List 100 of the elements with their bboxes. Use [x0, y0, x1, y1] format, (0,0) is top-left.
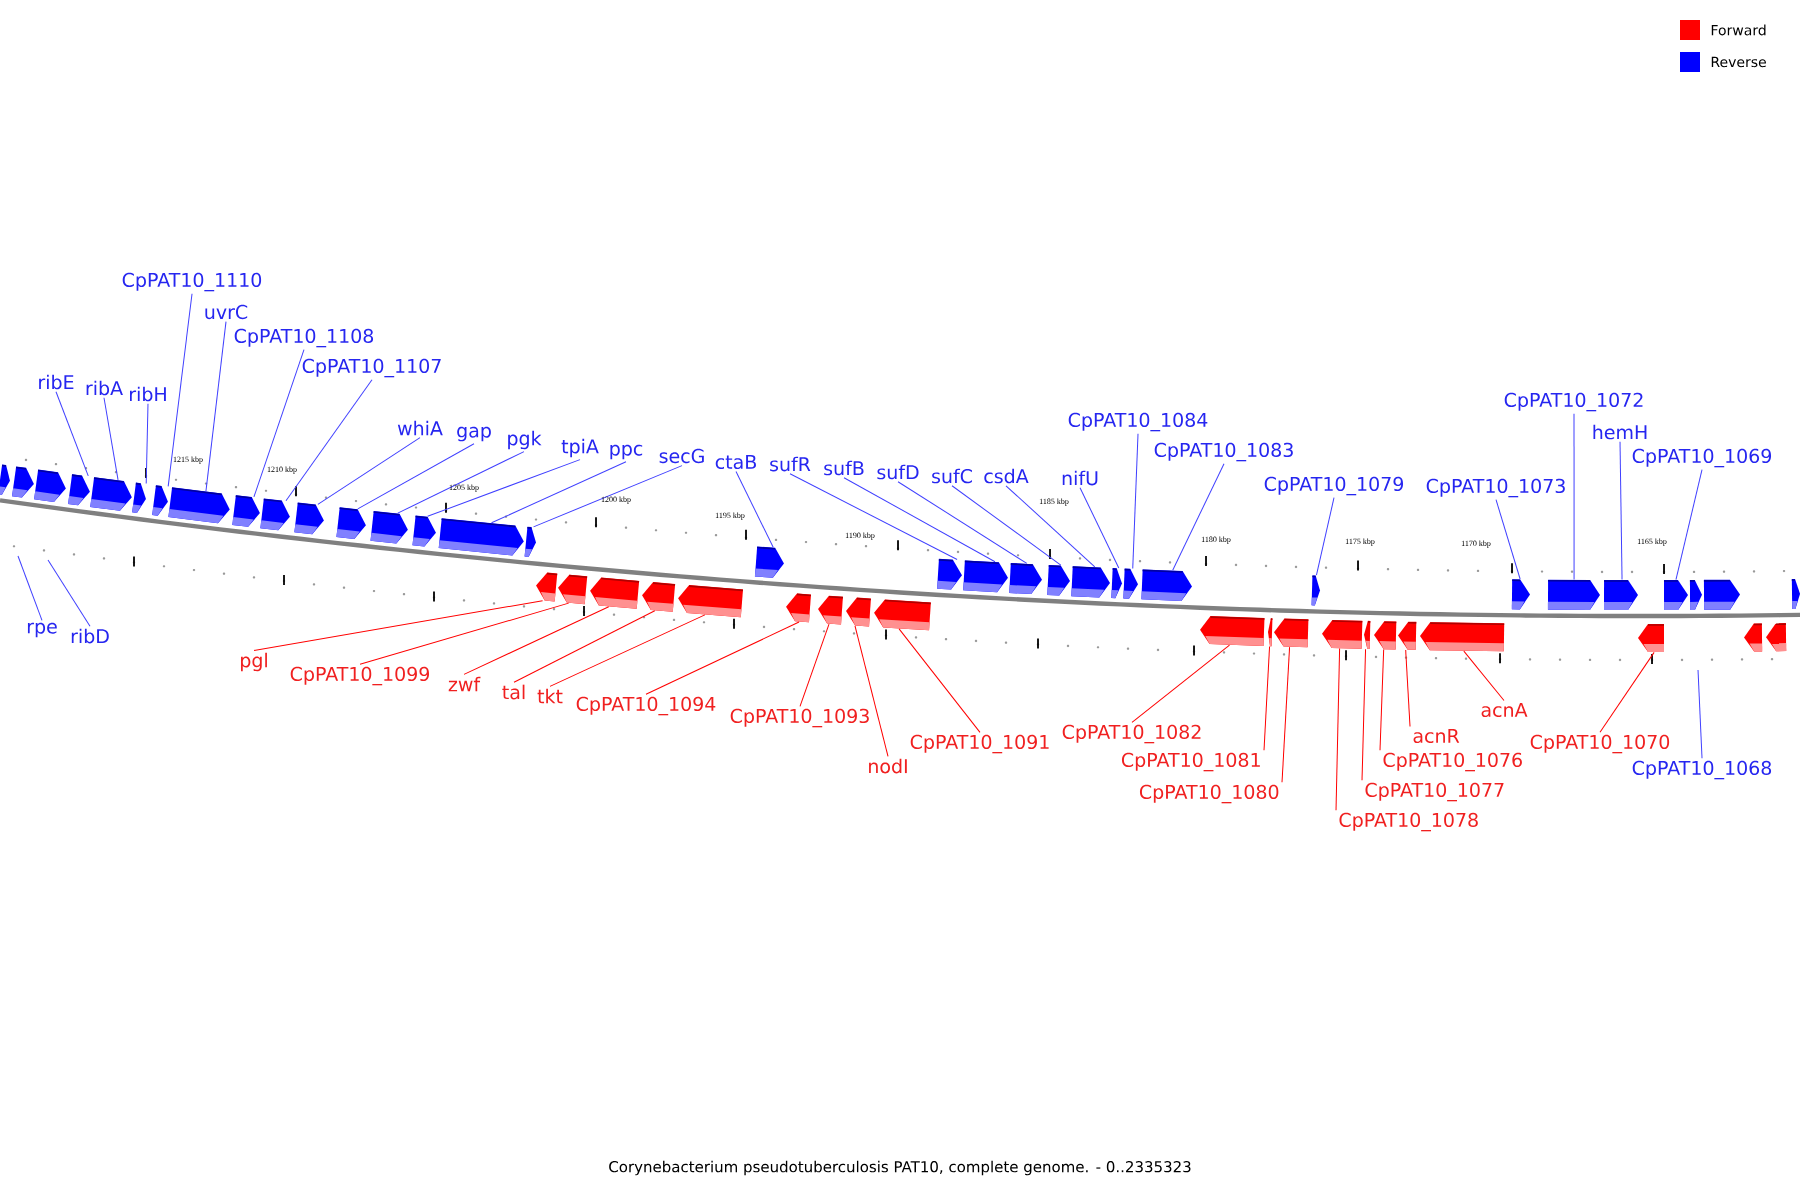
- gene-block: [558, 574, 588, 605]
- gene-label: tal: [502, 684, 525, 700]
- leader-line: [1281, 646, 1291, 783]
- leader-line: [1405, 649, 1411, 728]
- gene-block: [1744, 623, 1763, 652]
- gene-block: [1638, 624, 1665, 652]
- leader-line: [17, 555, 43, 621]
- gene-block: [68, 474, 90, 506]
- gene-block: [754, 546, 784, 578]
- gene-label: CpPAT10_1094: [576, 696, 716, 716]
- gene-block: [642, 582, 676, 612]
- gene-label: CpPAT10_1083: [1154, 442, 1293, 462]
- leader-line: [145, 403, 149, 484]
- gene-label: secG: [659, 448, 704, 464]
- gene-block: [937, 558, 962, 590]
- leader-line: [1361, 648, 1367, 781]
- leader-line: [103, 397, 119, 481]
- gene-label: CpPAT10_1069: [1632, 448, 1772, 468]
- leader-line: [1172, 463, 1225, 571]
- leader-line: [1335, 648, 1341, 811]
- gene-block: [1791, 579, 1800, 609]
- gene-label: acnA: [1481, 702, 1528, 718]
- gene-block: [524, 526, 536, 557]
- gene-label: ribD: [71, 628, 109, 644]
- gene-label: CpPAT10_1084: [1068, 412, 1208, 432]
- gene-label: CpPAT10_1091: [910, 734, 1049, 754]
- gene-block: [1268, 618, 1274, 647]
- gene-label: CpPAT10_1076: [1383, 752, 1522, 772]
- gene-label: sufC: [932, 468, 972, 484]
- gene-label: ribH: [130, 386, 166, 402]
- leader-line: [1263, 646, 1271, 751]
- leader-line: [1379, 649, 1385, 751]
- gene-block: [1047, 564, 1070, 596]
- leader-line: [253, 600, 544, 651]
- gene-label: zwf: [448, 676, 481, 692]
- leader-line: [513, 610, 656, 683]
- gene-block: [412, 515, 436, 547]
- gene-block: [818, 595, 844, 625]
- gene-block: [1547, 579, 1600, 610]
- gene-block: [1311, 575, 1320, 606]
- leader-line: [898, 628, 981, 733]
- gene-block: [1111, 568, 1122, 599]
- gene-label: sufD: [877, 464, 919, 480]
- leader-line: [1005, 485, 1096, 568]
- leader-line: [533, 465, 683, 528]
- gene-label: CpPAT10_1081: [1121, 752, 1260, 772]
- gene-block: [963, 560, 1008, 593]
- gene-label: rpe: [27, 622, 57, 638]
- leader-line: [1132, 433, 1139, 570]
- gene-label: CpPAT10_1072: [1504, 392, 1643, 412]
- leader-line: [1619, 441, 1623, 581]
- gene-label: uvrC: [205, 304, 248, 320]
- leader-line: [1599, 651, 1655, 733]
- leader-line: [843, 477, 996, 563]
- gene-label: CpPAT10_1099: [290, 666, 430, 686]
- gene-label: nodI: [869, 758, 907, 774]
- leader-line: [253, 349, 305, 498]
- gene-block: [786, 593, 812, 623]
- gene-block: [1689, 579, 1702, 610]
- gene-block: [536, 572, 558, 602]
- gene-block: [132, 482, 146, 513]
- leader-line: [799, 623, 830, 707]
- gene-label: CpPAT10_1082: [1062, 724, 1201, 744]
- leader-line: [205, 321, 227, 492]
- gene-block: [1511, 579, 1530, 610]
- gene-block: [1398, 621, 1418, 650]
- gene-block: [370, 511, 408, 544]
- leader-line: [427, 459, 581, 517]
- gene-label: tkt: [537, 688, 563, 704]
- leader-line: [285, 379, 373, 502]
- gene-label: sufB: [824, 460, 864, 476]
- leader-line: [55, 391, 89, 477]
- leader-line: [491, 461, 627, 524]
- gene-label: CpPAT10_1073: [1426, 478, 1565, 498]
- leader-line: [397, 451, 525, 514]
- gene-label: pgl: [241, 652, 267, 672]
- gene-label: csdA: [984, 468, 1029, 484]
- gene-label: ribA: [86, 380, 123, 396]
- gene-block: [846, 597, 872, 627]
- leader-line: [735, 470, 774, 548]
- gene-label: hemH: [1593, 424, 1647, 440]
- gene-label: gap: [457, 426, 491, 442]
- gene-label: CpPAT10_1107: [302, 358, 441, 378]
- gene-block: [1200, 616, 1266, 646]
- gene-block: [0, 464, 10, 495]
- leader-line: [854, 625, 889, 757]
- gene-label: CpPAT10_1070: [1530, 734, 1670, 754]
- gene-label: acnR: [1413, 728, 1460, 744]
- gene-label: CpPAT10_1078: [1339, 812, 1478, 832]
- gene-block: [1364, 620, 1372, 649]
- leader-line: [1495, 499, 1521, 580]
- gene-block: [1766, 623, 1787, 652]
- gene-label: CpPAT10_1077: [1365, 782, 1504, 802]
- leader-line: [549, 614, 706, 687]
- gene-label: ribE: [39, 374, 74, 390]
- gene-label: ppc: [610, 444, 643, 460]
- gene-block: [34, 469, 66, 502]
- leader-line: [789, 473, 958, 561]
- gene-label: CpPAT10_1093: [730, 708, 869, 728]
- gene-label: CpPAT10_1068: [1632, 760, 1772, 780]
